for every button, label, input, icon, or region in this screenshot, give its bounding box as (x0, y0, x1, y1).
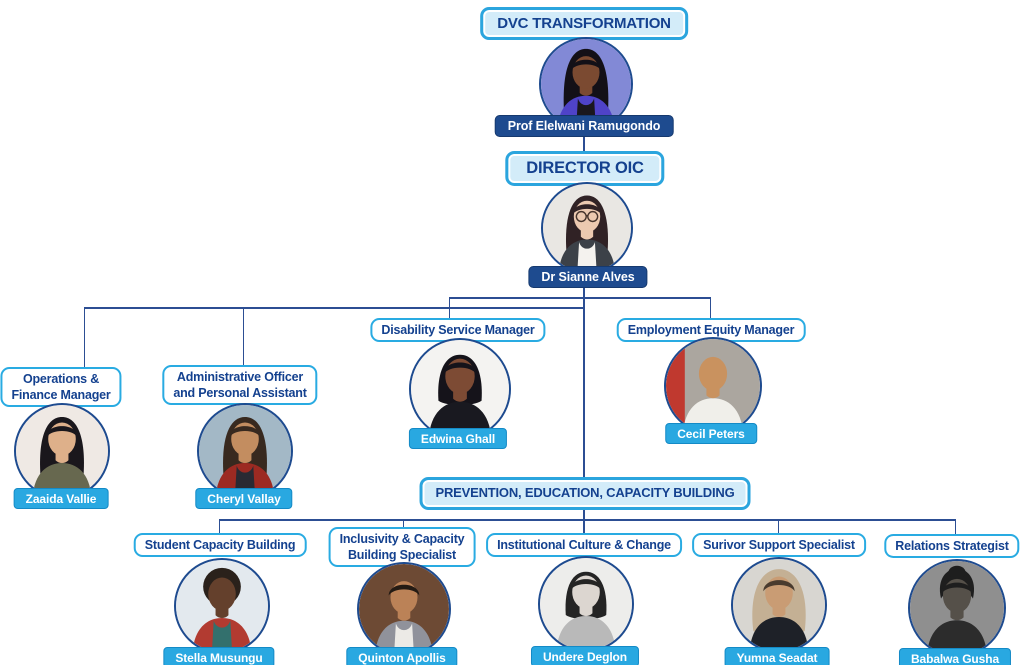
name-tag-employment: Cecil Peters (665, 423, 757, 444)
name-tag-relations: Babalwa Gusha (898, 648, 1012, 665)
role-label-dvc: DVC TRANSFORMATION (480, 7, 688, 41)
connector-line (449, 297, 711, 299)
role-label-admin: Administrative Officer and Personal Assi… (162, 365, 318, 405)
avatar-student (174, 558, 270, 654)
role-label-student: Student Capacity Building (133, 533, 307, 557)
role-label-relations: Relations Strategist (884, 534, 1020, 558)
name-tag-disability: Edwina Ghall (408, 428, 508, 449)
role-label-employment: Employment Equity Manager (616, 318, 806, 342)
name-tag-student: Stella Musungu (163, 647, 275, 665)
name-tag-admin: Cheryl Vallay (195, 488, 293, 509)
avatar-operations (14, 403, 110, 499)
role-label-director: DIRECTOR OIC (505, 151, 665, 187)
avatar-admin (197, 403, 293, 499)
connector-line (84, 307, 585, 309)
connector-line (402, 519, 404, 528)
avatar-relations (908, 559, 1006, 657)
name-tag-institutional: Undere Deglon (530, 646, 640, 665)
avatar-survivor (731, 557, 827, 653)
connector-line (218, 519, 220, 533)
connector-line (709, 297, 711, 318)
avatar-inclusivity (357, 562, 451, 656)
role-label-institutional: Institutional Culture & Change (486, 533, 682, 557)
name-tag-operations: Zaaida Vallie (13, 488, 109, 509)
connector-line (583, 288, 585, 478)
connector-line (583, 508, 585, 520)
connector-line (777, 519, 779, 533)
name-tag-inclusivity: Quinton Apollis (346, 647, 458, 665)
avatar-employment (664, 337, 762, 435)
name-tag-dvc: Prof Elelwani Ramugondo (494, 115, 674, 137)
role-label-inclusivity: Inclusivity & Capacity Building Speciali… (328, 527, 476, 567)
connector-line (242, 307, 244, 365)
role-label-survivor: Surivor Support Specialist (692, 533, 866, 557)
role-label-prevention: PREVENTION, EDUCATION, CAPACITY BUILDING (419, 477, 751, 510)
connector-line (583, 136, 585, 151)
avatar-disability (409, 338, 511, 440)
connector-line (954, 519, 956, 535)
connector-line (83, 307, 85, 367)
connector-line (219, 519, 956, 521)
role-label-operations: Operations & Finance Manager (0, 367, 122, 407)
name-tag-director: Dr Sianne Alves (528, 266, 648, 288)
connector-line (583, 519, 585, 533)
avatar-institutional (538, 556, 634, 652)
avatar-director (541, 182, 633, 274)
name-tag-survivor: Yumna Seadat (724, 647, 830, 665)
